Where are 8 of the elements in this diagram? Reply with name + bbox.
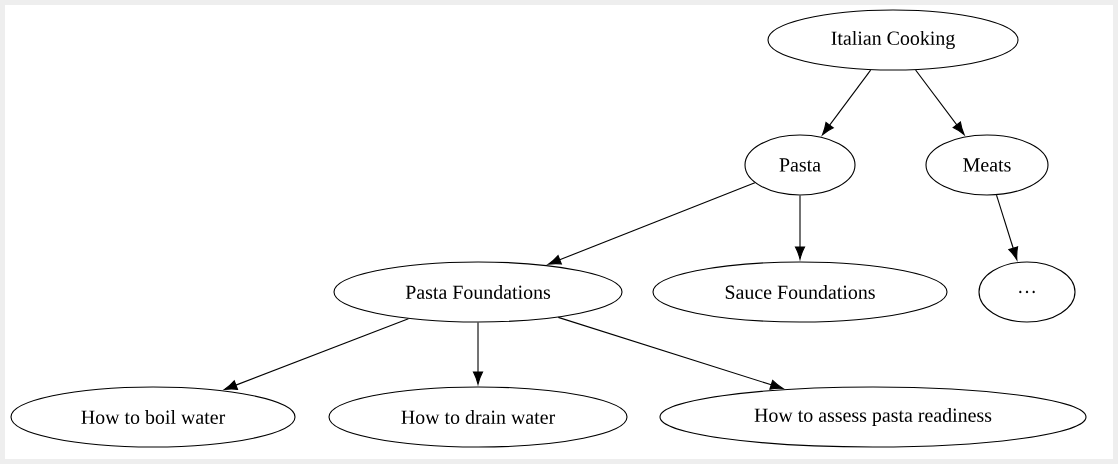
arrow xyxy=(995,194,1019,261)
arrow xyxy=(794,195,806,260)
arrow xyxy=(915,69,965,136)
arrow xyxy=(821,69,872,136)
arrow xyxy=(224,318,409,391)
arrow xyxy=(472,322,484,385)
arrow xyxy=(557,316,784,390)
arrow xyxy=(547,182,756,265)
